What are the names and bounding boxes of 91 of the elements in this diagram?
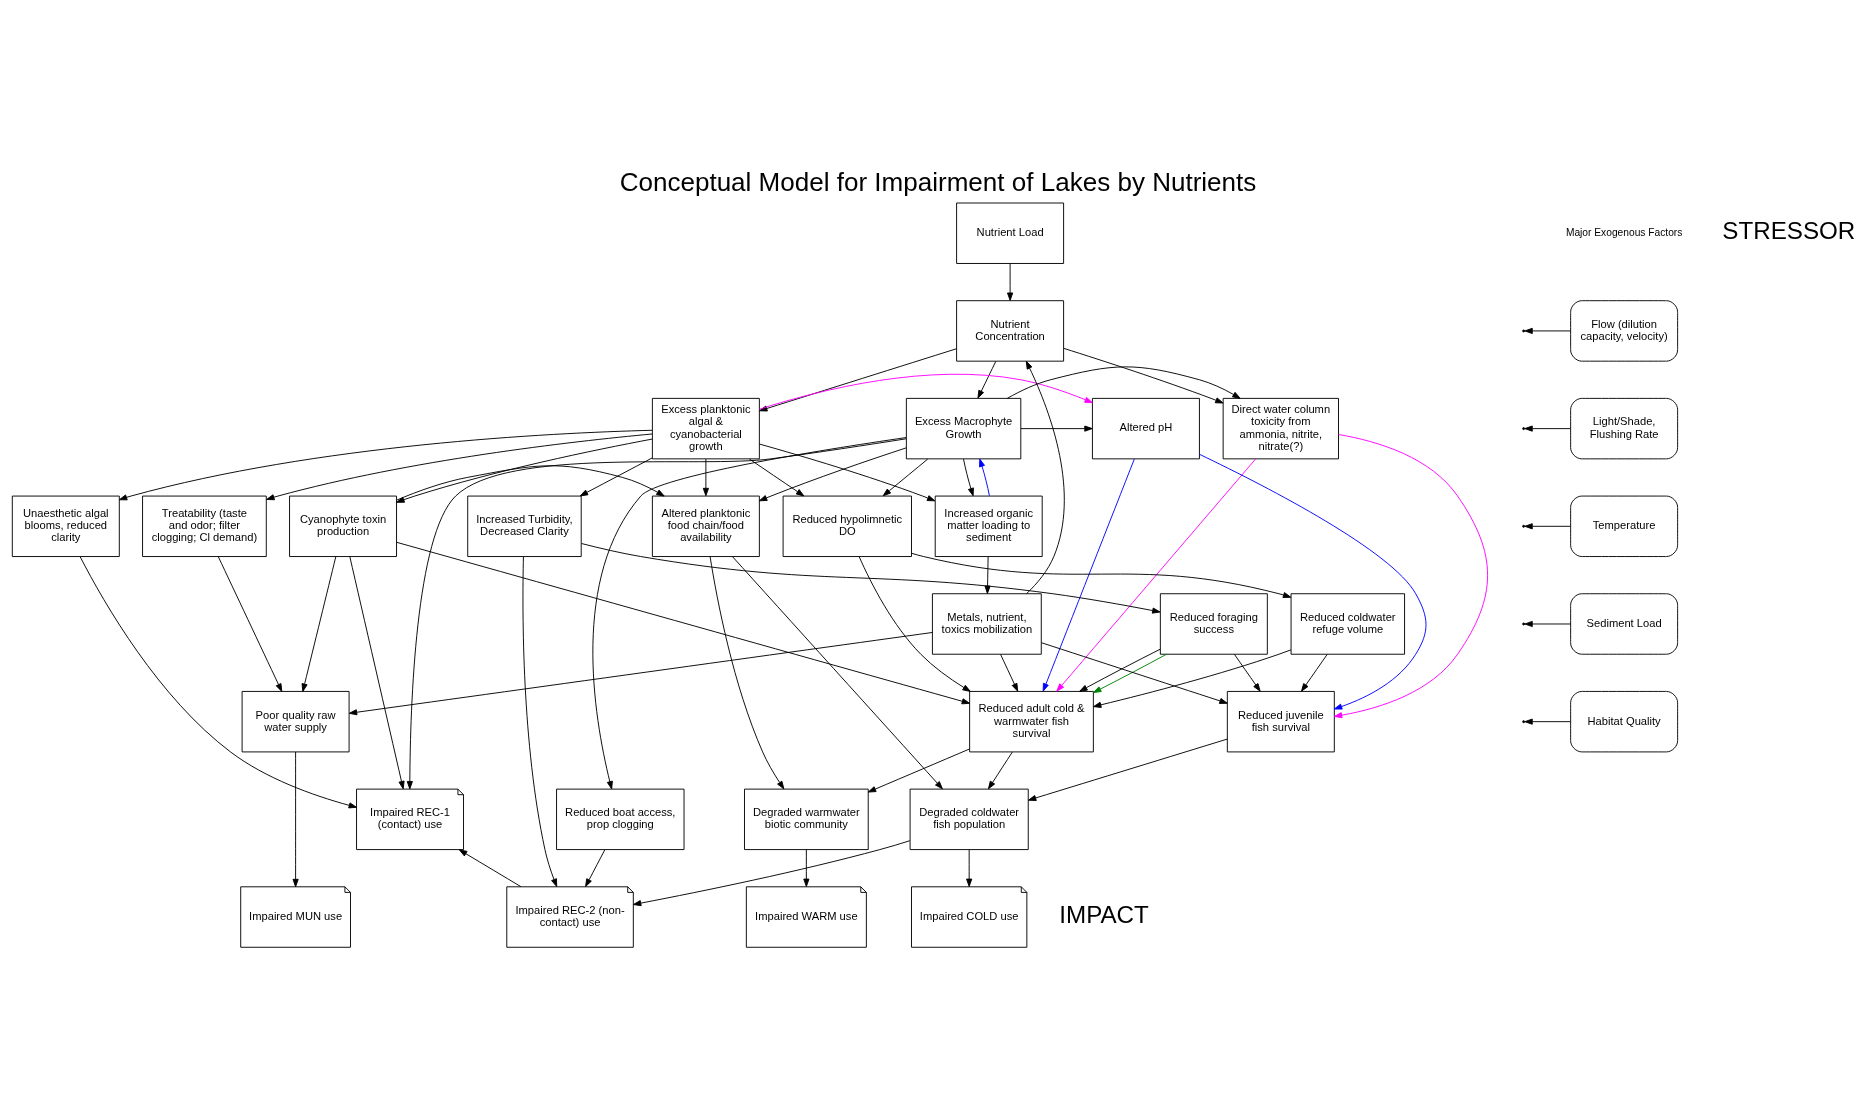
arrow bbox=[1079, 648, 1161, 692]
node-box: Habitat Quality bbox=[1570, 690, 1679, 753]
node-box: Reduced adult cold & warmwater fish survival bbox=[969, 690, 1094, 753]
arrow bbox=[1524, 718, 1572, 725]
arrow bbox=[963, 458, 974, 497]
node-box: Reduced hypolimnetic DO bbox=[782, 495, 912, 557]
arrow bbox=[266, 433, 653, 501]
arrow bbox=[396, 438, 653, 503]
arrow bbox=[759, 373, 1093, 410]
arrow bbox=[977, 360, 997, 399]
arrow bbox=[759, 443, 936, 502]
arrow bbox=[1524, 523, 1572, 530]
node-box: Metals, nutrient, toxics mobilization bbox=[931, 593, 1042, 655]
node-box: Reduced coldwater refuge volume bbox=[1290, 593, 1406, 655]
node-box: Reduced foraging success bbox=[1159, 593, 1268, 655]
arrow bbox=[396, 541, 971, 705]
arrow bbox=[349, 556, 405, 790]
label: STRESSOR bbox=[1722, 217, 1856, 245]
label: IMPACT bbox=[1059, 900, 1149, 928]
node-box: Excess planktonic algal & cyanobacterial growth bbox=[651, 397, 760, 460]
node-box: Altered planktonic food chain/food availability bbox=[651, 495, 760, 557]
node-box: Sediment Load bbox=[1570, 593, 1679, 655]
arrow bbox=[79, 556, 357, 809]
node-box: Direct water column toxicity from ammonia, nitrite, nitrate(?) bbox=[1222, 397, 1339, 460]
node-box: Reduced juvenile fish survival bbox=[1226, 690, 1335, 753]
arrow bbox=[1093, 649, 1292, 708]
arrow bbox=[987, 751, 1013, 790]
arrow bbox=[1007, 263, 1014, 301]
arrow bbox=[1000, 653, 1019, 692]
arrow bbox=[579, 457, 653, 497]
arrow bbox=[867, 748, 970, 793]
arrow bbox=[1041, 642, 1228, 704]
arrow bbox=[592, 437, 907, 790]
arrow bbox=[585, 849, 606, 887]
arrow bbox=[1524, 327, 1572, 334]
node-box: Degraded coldwater fish population bbox=[909, 788, 1029, 851]
node-box: Light/Shade, Flushing Rate bbox=[1570, 397, 1679, 460]
node-box: Reduced boat access, prop clogging bbox=[556, 788, 685, 851]
arrow bbox=[1524, 620, 1572, 628]
arrow bbox=[396, 465, 665, 501]
node-box: Nutrient Concentration bbox=[956, 300, 1065, 362]
arrow bbox=[882, 458, 929, 497]
arrow bbox=[1524, 425, 1572, 432]
label: Major Exogenous Factors bbox=[1565, 226, 1683, 238]
arrow bbox=[1063, 347, 1224, 404]
node-box: Unaesthetic algal blooms, reduced clarity bbox=[11, 495, 120, 557]
arrow bbox=[984, 556, 991, 594]
arrow bbox=[1199, 453, 1427, 710]
arrow bbox=[632, 840, 911, 907]
node-box: Temperature bbox=[1570, 495, 1679, 557]
arrow bbox=[1234, 653, 1261, 692]
node-box: Increased Turbidity, Decreased Clarity bbox=[467, 495, 582, 557]
arrow bbox=[1006, 366, 1241, 399]
node-box: Excess Macrophyte Growth bbox=[905, 397, 1022, 460]
arrow bbox=[732, 556, 943, 790]
arrow bbox=[702, 458, 709, 497]
arrow bbox=[979, 458, 990, 497]
arrow bbox=[292, 751, 299, 888]
arrow bbox=[1093, 653, 1167, 693]
arrow bbox=[1333, 434, 1489, 719]
node-box: Increased organic matter loading to sediment bbox=[934, 495, 1043, 557]
arrow bbox=[749, 458, 805, 497]
arrow bbox=[759, 348, 957, 412]
arrow bbox=[858, 556, 971, 692]
node-box: Poor quality raw water supply bbox=[241, 690, 350, 753]
arrow bbox=[1027, 738, 1228, 801]
node-box: Cyanophyte toxin production bbox=[289, 495, 397, 557]
arrow bbox=[1056, 458, 1256, 692]
arrow bbox=[911, 552, 1292, 598]
arrow bbox=[966, 849, 973, 887]
node-box: Nutrient Load bbox=[956, 202, 1065, 264]
arrow bbox=[1042, 458, 1135, 692]
arrow bbox=[217, 556, 283, 692]
arrow bbox=[581, 543, 1161, 614]
node-box: Treatability (taste and odor; filter clogging; Cl demand) bbox=[142, 495, 267, 557]
arrow bbox=[1301, 653, 1328, 692]
arrow bbox=[1025, 360, 1065, 595]
arrow bbox=[803, 849, 810, 887]
arrow bbox=[1020, 425, 1093, 432]
arrow bbox=[118, 429, 653, 501]
diagram-title: Conceptual Model for Impairment of Lakes by Nutrients bbox=[619, 167, 1257, 198]
node-box: Altered pH bbox=[1091, 397, 1200, 460]
node-box: Degraded warmwater biotic community bbox=[744, 788, 869, 851]
arrow bbox=[458, 849, 522, 888]
arrow bbox=[522, 556, 558, 888]
node-box: Flow (dilution capacity, velocity) bbox=[1570, 300, 1679, 362]
arrow bbox=[709, 556, 785, 790]
arrow bbox=[301, 556, 337, 692]
arrow bbox=[758, 447, 907, 502]
arrow bbox=[348, 632, 933, 716]
arrow bbox=[406, 438, 907, 790]
